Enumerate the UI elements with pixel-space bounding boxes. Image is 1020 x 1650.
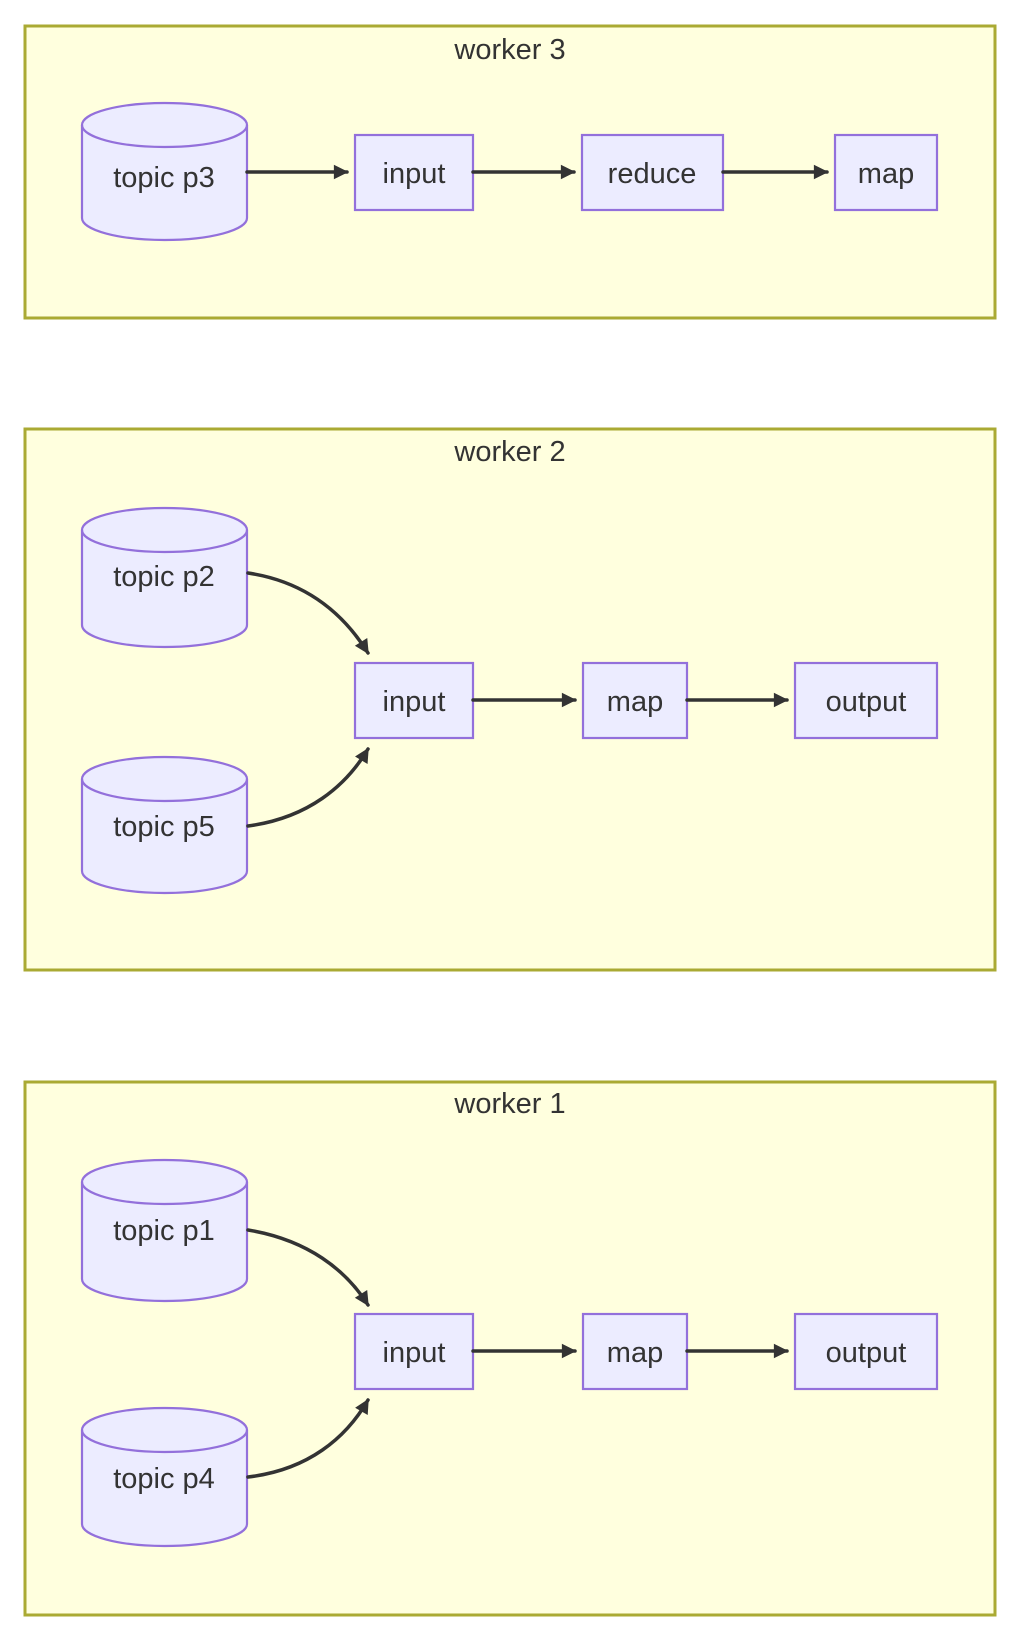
database-cylinder-icon <box>80 506 249 649</box>
edge-topic-p4-to-input <box>246 1398 370 1479</box>
edge-topic-p2-to-input <box>246 571 370 655</box>
worker-2-group: worker 2 topic p2 topic p5 input map out… <box>23 427 997 972</box>
topic-p4-label: topic p4 <box>113 1463 215 1495</box>
worker-1-map-node: map <box>581 1312 689 1391</box>
worker-1-map-label: map <box>607 1337 663 1369</box>
cylinder-rim <box>80 124 249 149</box>
worker-3-reduce-node: reduce <box>580 133 725 212</box>
input-box <box>353 133 475 212</box>
edge-topic-p1-to-input <box>246 1228 370 1307</box>
worker-1-input-label: input <box>383 1337 446 1369</box>
worker-2-output-label: output <box>826 686 907 718</box>
map-box <box>833 133 939 212</box>
worker-1-input-node: input <box>353 1312 475 1391</box>
topic-p2-node: topic p2 <box>80 506 249 649</box>
topic-p1-label: topic p1 <box>113 1215 215 1247</box>
worker-3-reduce-label: reduce <box>608 158 697 190</box>
worker-3-group: worker 3 topic p3 input reduce map <box>23 24 997 320</box>
database-cylinder-icon <box>80 101 249 242</box>
topic-p5-node: topic p5 <box>80 755 249 895</box>
worker-2-map-node: map <box>581 661 689 740</box>
topic-p4-node: topic p4 <box>80 1406 249 1548</box>
worker-3-title: worker 3 <box>453 34 565 66</box>
input-box <box>353 1312 475 1391</box>
topic-p3-node: topic p3 <box>80 101 249 242</box>
worker-1-title: worker 1 <box>453 1088 565 1120</box>
topic-p1-node: topic p1 <box>80 1158 249 1303</box>
worker-1-group: worker 1 topic p1 topic p4 input map out… <box>23 1080 997 1617</box>
cylinder-rim <box>80 529 249 554</box>
worker-2-output-node: output <box>793 661 939 740</box>
worker-1-output-label: output <box>826 1337 907 1369</box>
database-cylinder-icon <box>80 755 249 895</box>
worker-2-input-node: input <box>353 661 475 740</box>
worker-2-input-label: input <box>383 686 446 718</box>
worker-3-map-node: map <box>833 133 939 212</box>
database-cylinder-icon <box>80 1406 249 1548</box>
worker-1-output-node: output <box>793 1312 939 1391</box>
map-box <box>581 661 689 740</box>
topic-p3-label: topic p3 <box>113 162 215 194</box>
cylinder-rim <box>80 1181 249 1206</box>
edge-topic-p5-to-input <box>246 747 370 828</box>
cylinder-rim <box>80 1429 249 1454</box>
worker-3-input-node: input <box>353 133 475 212</box>
worker-2-map-label: map <box>607 686 663 718</box>
worker-3-map-label: map <box>858 158 914 190</box>
input-box <box>353 661 475 740</box>
output-box <box>793 1312 939 1391</box>
reduce-box <box>580 133 725 212</box>
output-box <box>793 661 939 740</box>
cylinder-rim <box>80 778 249 803</box>
map-box <box>581 1312 689 1391</box>
topic-p2-label: topic p2 <box>113 561 215 593</box>
worker-2-title: worker 2 <box>453 436 565 468</box>
topic-p5-label: topic p5 <box>113 811 215 843</box>
worker-3-input-label: input <box>383 158 446 190</box>
database-cylinder-icon <box>80 1158 249 1303</box>
